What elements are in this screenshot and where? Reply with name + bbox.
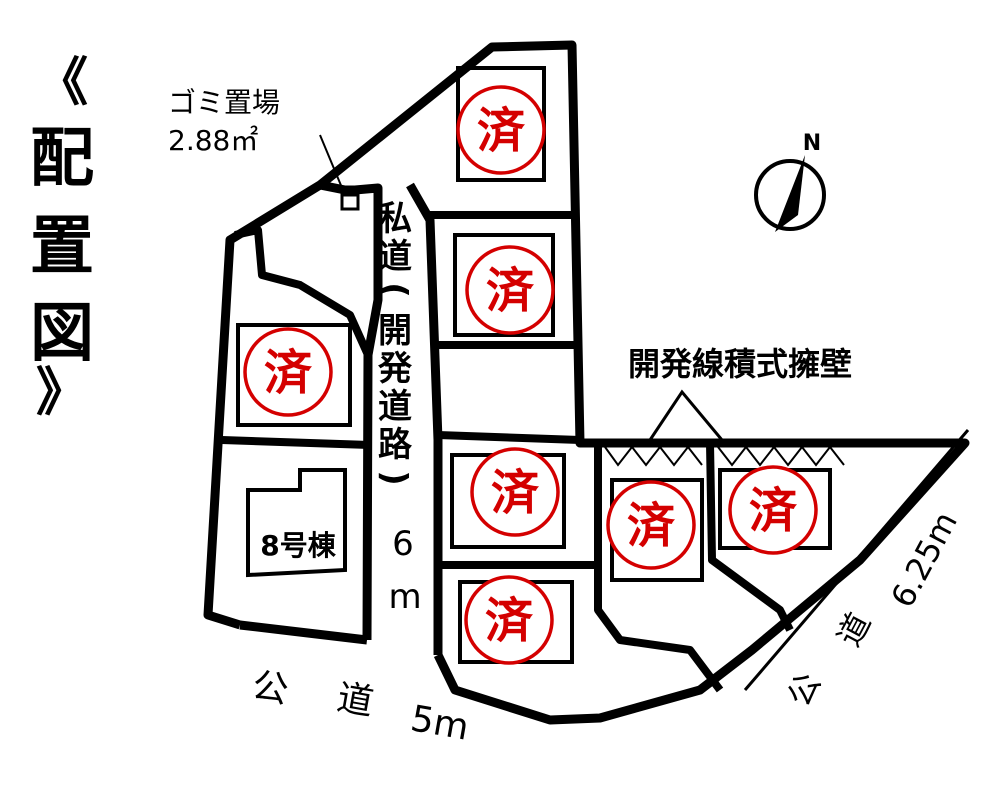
sold-stamp-text: 済 <box>627 498 676 554</box>
retaining-wall-label: 開発線積式擁壁 <box>628 345 852 383</box>
sold-stamp: 済 <box>464 575 554 665</box>
lot-partition <box>594 443 724 693</box>
sold-stamp: 済 <box>728 465 818 555</box>
title-char: 図 <box>30 297 94 371</box>
public-road-east-char: 道 <box>830 606 879 652</box>
sold-stamp: 済 <box>243 327 333 417</box>
sold-stamp-text: 済 <box>491 465 540 521</box>
title-open-bracket: 《 <box>36 53 88 113</box>
public-road-east-char: 公 <box>780 666 829 712</box>
compass-north-label: N <box>803 131 821 156</box>
title-char: 配 <box>30 122 94 196</box>
sold-stamp-text: 済 <box>486 263 535 319</box>
garbage-leader-line <box>319 134 346 196</box>
compass-needle-icon <box>775 155 805 232</box>
private-road-char: ( <box>374 282 414 298</box>
private-road-char: 路 <box>378 425 413 465</box>
retaining-wall-hatch <box>604 445 845 467</box>
public-road-south-char: 5m <box>408 698 472 748</box>
private-road-char: 発 <box>378 349 413 389</box>
public-road-south-char: 道 <box>334 677 377 724</box>
sold-stamp-text: 済 <box>477 103 526 159</box>
outer-boundary-left <box>203 40 970 725</box>
compass: N <box>754 131 826 232</box>
private-road-char: 開 <box>378 311 412 351</box>
sold-stamp-text: 済 <box>749 483 798 539</box>
building-footprint <box>236 323 352 427</box>
private-road-char: 6 <box>392 524 414 564</box>
sold-stamp: 済 <box>606 480 696 570</box>
sold-stamp: 済 <box>470 447 560 537</box>
garbage-label: ゴミ置場 <box>168 86 280 119</box>
retaining-wall-pointer <box>648 389 724 441</box>
private-road-label: 私 道 ( 開 発 道 路 ) 6 m <box>374 199 422 617</box>
private-road-char: m <box>388 577 421 617</box>
private-road-char: 道 <box>378 237 412 277</box>
private-road-right-edge <box>406 182 443 655</box>
lot-partition <box>706 442 794 632</box>
garbage-area-value: 2.88㎡ <box>168 124 258 157</box>
lot-partition <box>234 226 372 357</box>
plan-title: 《 配 置 図 》 <box>30 53 94 423</box>
building-footprint-house8 <box>246 468 347 578</box>
compass-circle <box>754 159 826 231</box>
garbage-area <box>340 193 360 211</box>
road-edge-south <box>239 620 368 645</box>
sold-stamp-text: 済 <box>264 345 313 401</box>
title-close-bracket: 》 <box>36 363 88 423</box>
private-road-char: 道 <box>378 387 412 427</box>
private-road-char: 私 <box>378 199 412 239</box>
sold-stamp-text: 済 <box>485 593 534 649</box>
sold-stamps: 済 済 済 済 済 済 済 <box>243 85 818 665</box>
title-char: 置 <box>30 210 94 284</box>
east-road-line <box>743 429 970 691</box>
public-road-south-label: 公 道 5m <box>249 665 472 748</box>
sold-stamp: 済 <box>456 85 546 175</box>
lot-partition <box>437 431 581 444</box>
house-8-label: 8号棟 <box>260 529 336 562</box>
public-road-south-char: 公 <box>249 665 292 712</box>
private-road-char: ) <box>374 470 414 486</box>
sold-stamp: 済 <box>465 245 555 335</box>
site-boundary <box>203 40 970 725</box>
lot-partition <box>221 436 371 449</box>
